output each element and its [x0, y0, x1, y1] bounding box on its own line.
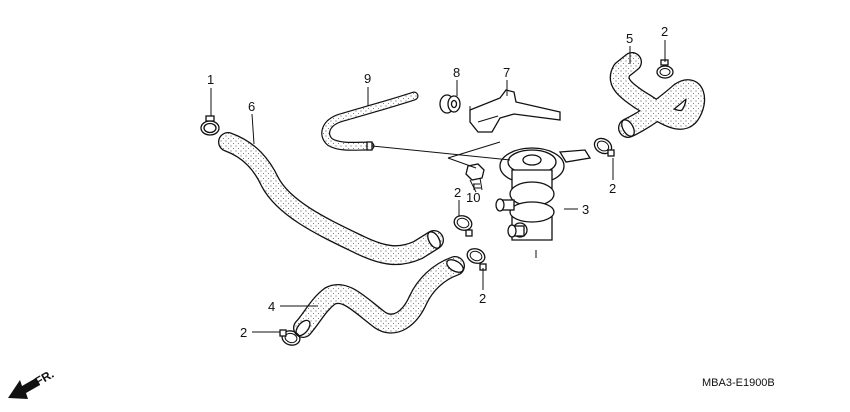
- clamp-2-valve-left: [453, 215, 473, 237]
- clamp-2-right: [593, 137, 615, 157]
- clamp-2-valve-low: [466, 248, 487, 271]
- callout-1: 1: [207, 72, 214, 87]
- callout-2-lower: 2: [240, 325, 247, 340]
- grommet-8: [439, 94, 461, 114]
- callout-8: 8: [453, 65, 460, 80]
- hose-4: [293, 256, 465, 338]
- clamp-2-lower: [279, 329, 301, 346]
- front-arrow-icon: FR.: [8, 367, 56, 399]
- callout-7: 7: [503, 65, 510, 80]
- callout-2-low: 2: [479, 291, 486, 306]
- leader-lines: [210, 40, 666, 333]
- drawing-code: MBA3-E1900B: [702, 377, 775, 389]
- callout-5: 5: [626, 31, 633, 46]
- hose-5: [609, 52, 706, 138]
- tube-9: [321, 91, 419, 151]
- callout-3: 3: [582, 202, 589, 217]
- callout-10: 10: [466, 190, 480, 205]
- callout-2-valve: 2: [454, 185, 461, 200]
- clamp-1: [200, 115, 220, 136]
- callout-4: 4: [268, 299, 275, 314]
- control-valve-3: [495, 147, 592, 258]
- callout-6: 6: [248, 99, 255, 114]
- callout-2-top: 2: [661, 24, 668, 39]
- clamp-2-top: [656, 59, 674, 79]
- callout-2-right: 2: [609, 181, 616, 196]
- bracket-7: [469, 89, 561, 133]
- callout-9: 9: [364, 71, 371, 86]
- hose-6: [218, 132, 444, 266]
- bolt-10: [465, 163, 485, 193]
